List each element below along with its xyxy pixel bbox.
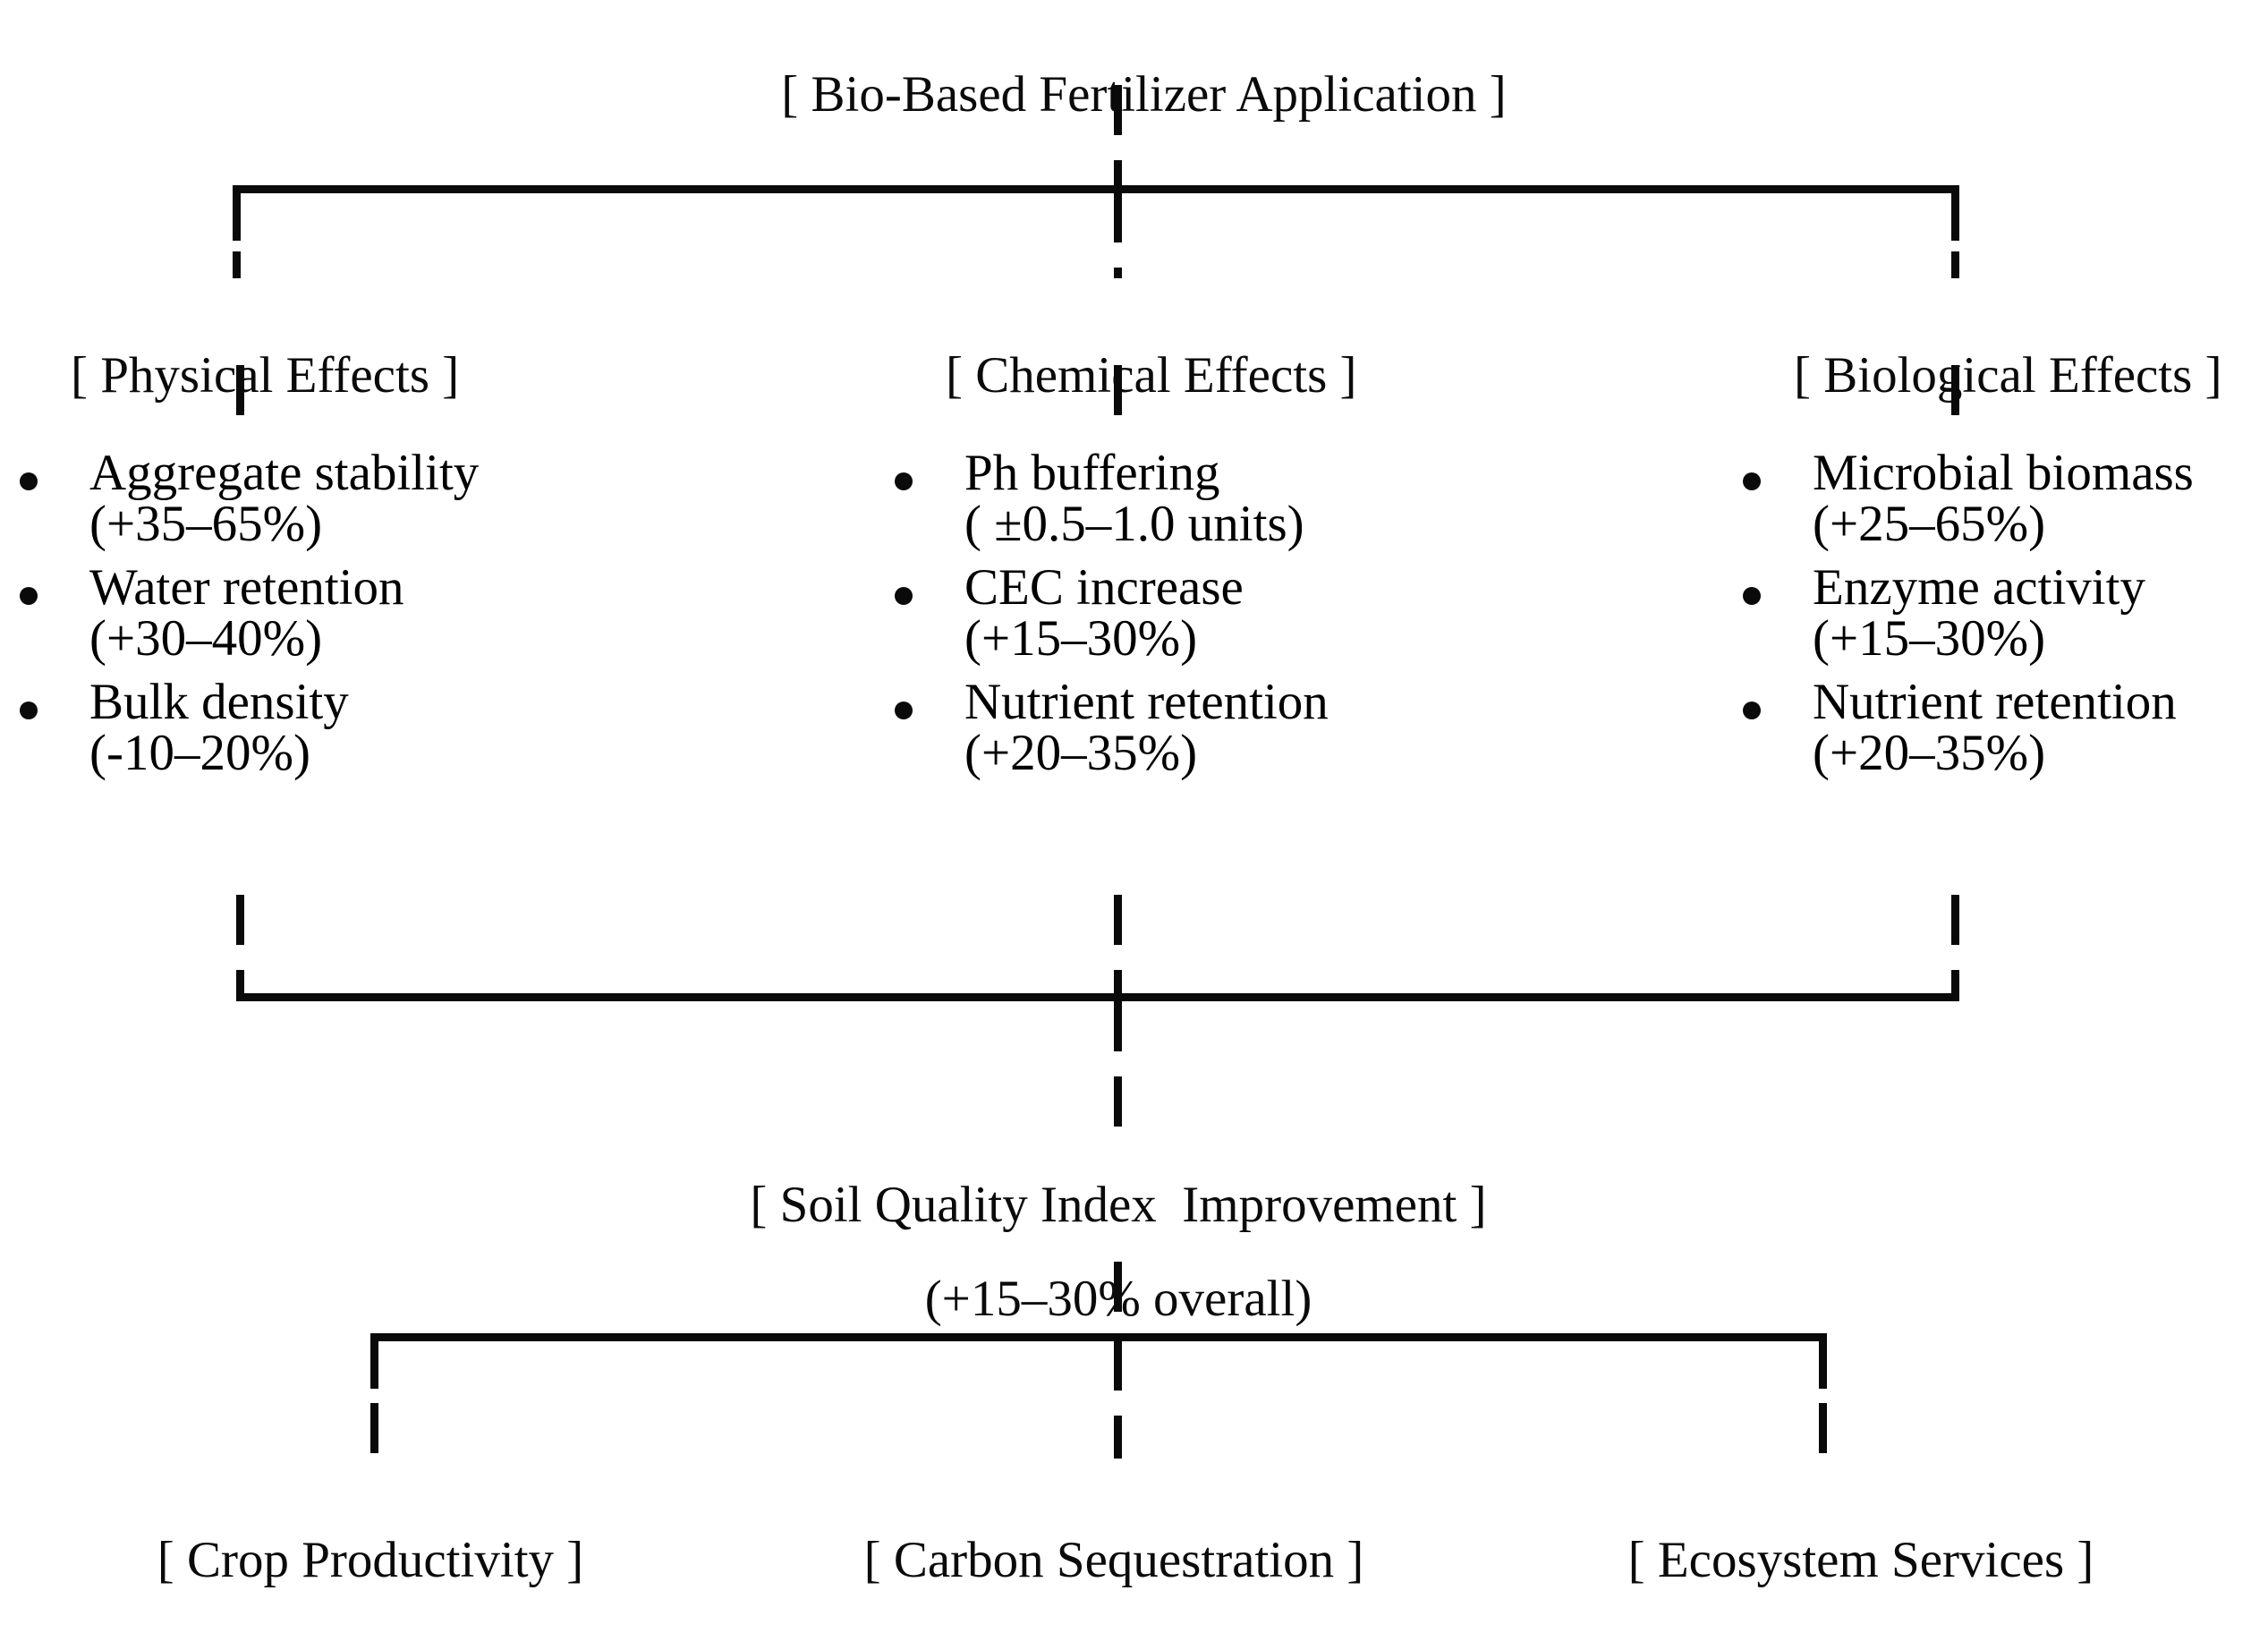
connector-top-right-dash: [1951, 251, 1959, 278]
list-item-name: Microbial biomass: [1813, 445, 2194, 501]
list-item: Nutrient retention (+20–35%): [895, 676, 1539, 778]
list-item-value: (+15–30%): [1813, 610, 2046, 667]
connector-merge-stem-down: [1114, 1001, 1122, 1144]
list-item-name: Nutrient retention: [1813, 674, 2177, 730]
connector-top-bracket-bar: [233, 185, 1959, 193]
bullet-dot-icon: [1743, 472, 1761, 490]
bullet-dot-icon: [1743, 702, 1761, 719]
node-root-label: [ Bio-Based Fertilizer Application ]: [781, 66, 1507, 123]
section-heading-chemical: [ Chemical Effects ]: [895, 288, 1357, 463]
section-heading-physical-label: [ Physical Effects ]: [71, 347, 460, 404]
section-heading-chemical-label: [ Chemical Effects ]: [946, 347, 1357, 404]
list-item: Bulk density (-10–20%): [20, 676, 664, 778]
node-ecosystem-services-value: (Multiple benefits): [1557, 1624, 2165, 1633]
node-carbon-sequestration-label: [ Carbon Sequestration ]: [863, 1531, 1364, 1588]
connector-merge-bracket-bar: [236, 993, 1959, 1001]
list-item-value: (+30–40%): [89, 610, 323, 667]
bullet-dot-icon: [20, 702, 38, 719]
node-carbon-sequestration-value: 0.5–2.0 Mg c/ha/yr: [810, 1624, 1418, 1633]
node-crop-productivity: [ Crop Productivity ] (+10–25%): [66, 1496, 675, 1633]
list-item-name: Water retention: [89, 559, 404, 616]
list-item-value: (+20–35%): [1813, 725, 2046, 781]
bullet-dot-icon: [1743, 587, 1761, 605]
node-soil-quality-index: [ Soil Quality Index Improvement ] (+15–…: [582, 1141, 1655, 1363]
bullet-dot-icon: [895, 472, 913, 490]
list-item-name: Bulk density: [89, 674, 349, 730]
list-item-name: Ph buffering: [964, 445, 1220, 501]
section-heading-physical: [ Physical Effects ]: [20, 288, 459, 463]
connector-outcome-left-dash: [370, 1403, 378, 1459]
node-soil-quality-index-label: [ Soil Quality Index Improvement ]: [750, 1176, 1487, 1233]
connector-top-bracket-left-arm: [233, 185, 241, 241]
connector-outcome-bracket-left-arm: [370, 1333, 378, 1389]
section-heading-biological: [ Biological Effects ]: [1743, 288, 2222, 463]
connector-top-left-dash: [233, 251, 241, 278]
node-crop-productivity-value: (+10–25%): [66, 1624, 675, 1633]
list-item-name: CEC increase: [964, 559, 1244, 616]
connector-merge-center-dash: [1114, 895, 1122, 997]
section-heading-biological-label: [ Biological Effects ]: [1794, 347, 2222, 404]
connector-outcome-bracket-bar: [370, 1333, 1827, 1341]
bullet-dot-icon: [20, 472, 38, 490]
list-item: CEC increase (+15–30%): [895, 562, 1539, 664]
list-item-name: Aggregate stability: [89, 445, 480, 501]
connector-top-bracket-right-arm: [1951, 185, 1959, 241]
connector-biological-stem: [1951, 365, 1959, 431]
connector-top-center-dash: [1114, 192, 1122, 278]
connector-merge-right-dash: [1951, 895, 1959, 997]
node-ecosystem-services: [ Ecosystem Services ] (Multiple benefit…: [1557, 1496, 2165, 1633]
node-soil-quality-index-value: (+15–30% overall): [924, 1270, 1312, 1327]
list-item: Enzyme activity (+15–30%): [1743, 562, 2268, 664]
list-item-value: (-10–20%): [89, 725, 310, 781]
list-item: Aggregate stability (+35–65%): [20, 447, 664, 549]
connector-chemical-stem: [1114, 365, 1122, 431]
bullet-dot-icon: [20, 587, 38, 605]
connector-root-stem: [1114, 85, 1122, 192]
list-item-value: ( ±0.5–1.0 units): [964, 496, 1304, 552]
list-item: Water retention (+30–40%): [20, 562, 664, 664]
list-item-name: Enzyme activity: [1813, 559, 2145, 616]
list-item: Ph buffering ( ±0.5–1.0 units): [895, 447, 1539, 549]
bullet-dot-icon: [895, 587, 913, 605]
node-ecosystem-services-label: [ Ecosystem Services ]: [1627, 1531, 2094, 1588]
connector-merge-left-dash: [236, 895, 244, 997]
list-item-value: (+20–35%): [964, 725, 1198, 781]
list-item-value: (+15–30%): [964, 610, 1198, 667]
connector-outcome-bracket-right-arm: [1819, 1333, 1827, 1389]
node-carbon-sequestration: [ Carbon Sequestration ] 0.5–2.0 Mg c/ha…: [810, 1496, 1418, 1633]
connector-physical-stem: [236, 365, 244, 431]
connector-outcome-right-dash: [1819, 1403, 1827, 1459]
connector-outcome-stem: [1114, 1262, 1122, 1333]
list-item-name: Nutrient retention: [964, 674, 1329, 730]
list-item-value: (+35–65%): [89, 496, 323, 552]
list-item: Microbial biomass (+25–65%): [1743, 447, 2268, 549]
list-item: Nutrient retention (+20–35%): [1743, 676, 2268, 778]
node-crop-productivity-label: [ Crop Productivity ]: [157, 1531, 584, 1588]
bullet-list-physical: Aggregate stability (+35–65%) Water rete…: [20, 447, 664, 791]
bullet-dot-icon: [895, 702, 913, 719]
connector-outcome-center-dash: [1114, 1340, 1122, 1459]
bullet-list-chemical: Ph buffering ( ±0.5–1.0 units) CEC incre…: [895, 447, 1539, 791]
node-root: [ Bio-Based Fertilizer Application ]: [626, 4, 1610, 185]
list-item-value: (+25–65%): [1813, 496, 2046, 552]
bullet-list-biological: Microbial biomass (+25–65%) Enzyme activ…: [1743, 447, 2268, 791]
